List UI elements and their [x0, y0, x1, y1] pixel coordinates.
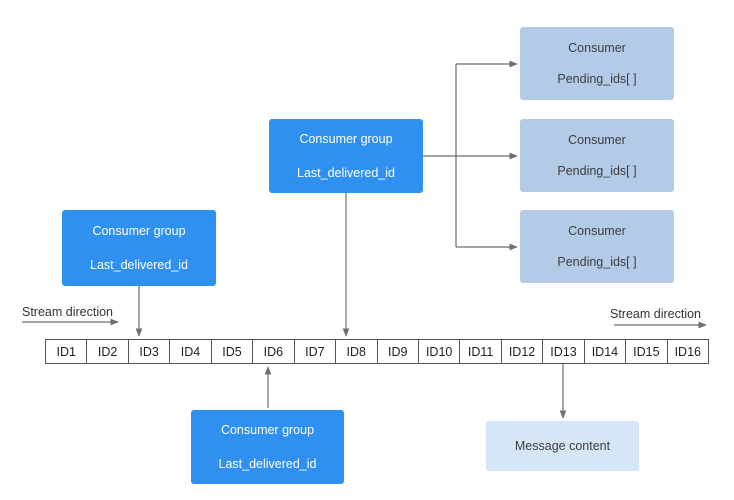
consumer-group-title: Consumer group — [92, 224, 186, 238]
stream-id-row: ID1 ID2 ID3 ID4 ID5 ID6 ID7 ID8 ID9 ID10… — [45, 339, 709, 364]
stream-id-cell: ID5 — [212, 340, 254, 363]
stream-id-cell: ID9 — [378, 340, 419, 363]
stream-direction-label-right: Stream direction — [610, 307, 702, 321]
consumer-group-field: Last_delivered_id — [218, 456, 317, 471]
stream-id-cell: ID12 — [502, 340, 544, 363]
stream-id-cell: ID4 — [170, 340, 212, 363]
stream-id-cell: ID7 — [295, 340, 337, 363]
stream-id-cell: ID8 — [336, 340, 378, 363]
consumer-group-2: Consumer group Last_delivered_id — [269, 119, 423, 193]
consumer-group-field: Last_delivered_id — [297, 165, 395, 180]
consumer-group-1: Consumer group Last_delivered_id — [62, 210, 216, 286]
consumer-1: Consumer Pending_ids[ ] — [520, 27, 674, 100]
consumer-group-field: Last_delivered_id — [90, 257, 188, 272]
stream-id-cell: ID14 — [585, 340, 627, 363]
message-content-box: Message content — [486, 421, 639, 471]
consumer-field: Pending_ids[ ] — [557, 255, 637, 269]
consumer-group-title: Consumer group — [220, 423, 315, 437]
stream-id-cell: ID3 — [129, 340, 171, 363]
stream-id-cell: ID13 — [543, 340, 585, 363]
stream-id-cell: ID6 — [253, 340, 295, 363]
consumer-title: Consumer — [568, 132, 626, 147]
stream-id-cell: ID1 — [46, 340, 88, 363]
consumer-title: Consumer — [568, 40, 626, 55]
stream-id-cell: ID15 — [626, 340, 668, 363]
stream-id-cell: ID16 — [674, 344, 701, 359]
consumer-3: Consumer Pending_ids[ ] — [520, 210, 674, 283]
consumer-field: Pending_ids[ ] — [557, 164, 637, 178]
stream-id-cell: ID2 — [87, 340, 129, 363]
consumer-2: Consumer Pending_ids[ ] — [520, 119, 674, 192]
stream-id-cell: ID10 — [419, 340, 461, 363]
consumer-group-3: Consumer group Last_delivered_id — [191, 410, 344, 484]
message-content-label: Message content — [514, 438, 611, 453]
stream-direction-label-left: Stream direction — [22, 305, 114, 319]
consumer-title: Consumer — [568, 223, 626, 238]
consumer-field: Pending_ids[ ] — [557, 72, 637, 86]
consumer-group-title: Consumer group — [299, 132, 393, 146]
stream-id-cell: ID11 — [460, 340, 502, 363]
